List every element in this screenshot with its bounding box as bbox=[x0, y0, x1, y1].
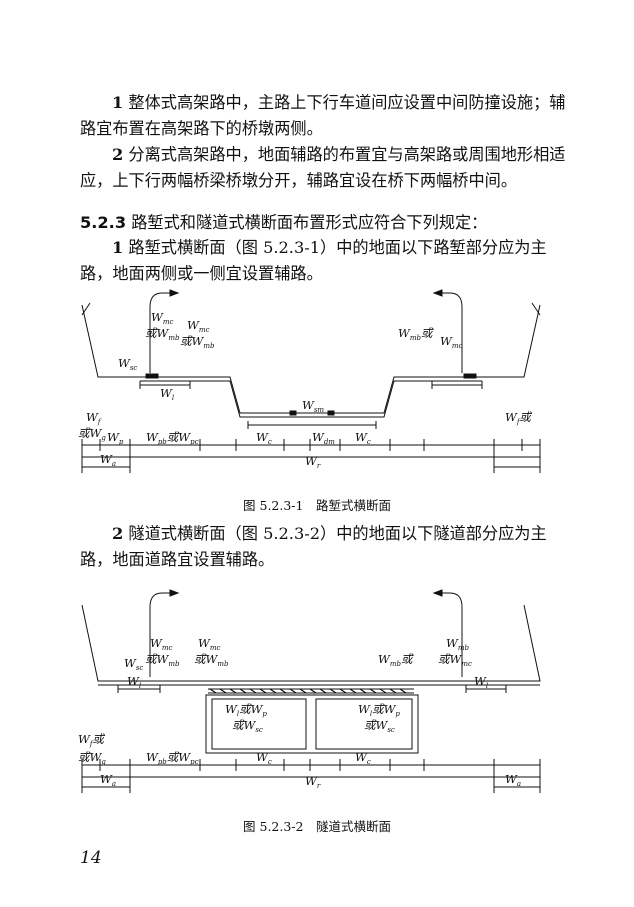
figure-cut-cross-section: Wmc 或Wmb Wmc 或Wmb Wsc Wl Wsm Wf 或Wg Wp W… bbox=[78, 289, 541, 473]
label-wmc-left: Wmc bbox=[151, 310, 173, 326]
paragraph-1: 1 整体式高架路中，主路上下行车道间应设置中间防撞设施；辅路宜布置在高架路下的桥… bbox=[80, 90, 570, 141]
label-wa-left: Wa bbox=[100, 452, 116, 468]
section-heading: 5.2.3 路堑式和隧道式横断面布置形式应符合下列规定： bbox=[80, 210, 570, 236]
label-wg-left: 或Wg bbox=[78, 426, 106, 442]
label-tunnel-left-wl: Wl或Wp bbox=[225, 702, 267, 718]
paragraph-3: 1 路堑式横断面（图 5.2.3-1）中的地面以下路堑部分应为主路，地面两侧或一… bbox=[80, 235, 570, 286]
label-wsc-left: Wsc bbox=[118, 356, 137, 372]
label-wmb-right: Wmb或 bbox=[378, 652, 414, 668]
label-wmc-right: Wmc bbox=[440, 334, 462, 350]
label-tunnel-left-wsc: 或Wsc bbox=[232, 718, 263, 734]
label-wmc-left-2: Wmc bbox=[198, 636, 220, 652]
label-wmc-right: 或Wmc bbox=[438, 652, 472, 668]
label-wsm: Wsm bbox=[302, 398, 324, 414]
label-tunnel-right-wsc: 或Wsc bbox=[364, 718, 395, 734]
label-wmb-left: 或Wmb bbox=[145, 326, 180, 342]
item-text: 隧道式横断面（图 5.2.3-2）中的地面以下隧道部分应为主路，地面道路宜设置辅… bbox=[80, 524, 547, 569]
item-text: 分离式高架路中，地面辅路的布置宜与高架路或周围地形相适应，上下行两幅桥梁桥墩分开… bbox=[80, 145, 566, 190]
label-wc-left: Wc bbox=[256, 750, 272, 766]
label-wmc-left: Wmc bbox=[150, 636, 172, 652]
label-wmb-right-2: Wmb bbox=[446, 636, 469, 652]
item-text: 整体式高架路中，主路上下行车道间应设置中间防撞设施；辅路宜布置在高架路下的桥墩两… bbox=[80, 93, 566, 138]
label-wmb-left: 或Wmb bbox=[145, 652, 180, 668]
label-tunnel-right-wl: Wl或Wp bbox=[358, 702, 400, 718]
label-wl-right: Wl bbox=[474, 674, 488, 690]
label-wc-right: Wc bbox=[355, 750, 371, 766]
label-wf-left: Wf或 bbox=[78, 732, 105, 748]
page-number: 14 bbox=[80, 848, 102, 868]
label-wmb-right: Wmb或 bbox=[398, 326, 434, 342]
label-wf-left: Wf bbox=[86, 410, 102, 426]
label-wa-left: Wa bbox=[100, 772, 116, 788]
label-wr: Wr bbox=[305, 454, 321, 470]
label-wc-right: Wc bbox=[355, 430, 371, 446]
label-wmb-left-2: 或Wmb bbox=[180, 334, 215, 350]
section-number: 5.2.3 bbox=[80, 213, 127, 232]
label-wc-left: Wc bbox=[256, 430, 272, 446]
item-number: 1 bbox=[112, 238, 124, 257]
item-text: 路堑式横断面（图 5.2.3-1）中的地面以下路堑部分应为主路，地面两侧或一侧宜… bbox=[80, 238, 547, 283]
label-wg-left: 或Wg bbox=[78, 750, 106, 766]
label-wl-left: Wl bbox=[160, 386, 174, 402]
figure-caption-1: 图 5.2.3-1 路堑式横断面 bbox=[243, 498, 391, 513]
label-wa-right: Wa bbox=[505, 772, 521, 788]
figure-tunnel-cross-section: Wl或Wp 或Wsc Wl或Wp 或Wsc Wmc 或Wmb Wmc 或Wmb … bbox=[78, 589, 541, 793]
label-wdm: Wdm bbox=[312, 430, 335, 446]
label-wmb-left-2: 或Wmb bbox=[194, 652, 229, 668]
figure-caption-2: 图 5.2.3-2 隧道式横断面 bbox=[243, 819, 391, 834]
label-wp-left: Wp bbox=[107, 430, 124, 446]
label-wl-left: Wl bbox=[127, 674, 141, 690]
label-wpb-left: Wpb或Wpc bbox=[146, 430, 199, 446]
label-wmc-left-2: Wmc bbox=[187, 318, 209, 334]
item-number: 2 bbox=[112, 524, 124, 543]
label-wpb-left: Wpb或Wpc bbox=[146, 750, 199, 766]
label-wf-right: Wf或 bbox=[505, 410, 532, 426]
label-wr: Wr bbox=[305, 774, 321, 790]
label-wsc-left: Wsc bbox=[124, 656, 143, 672]
paragraph-2: 2 分离式高架路中，地面辅路的布置宜与高架路或周围地形相适应，上下行两幅桥梁桥墩… bbox=[80, 142, 570, 193]
paragraph-4: 2 隧道式横断面（图 5.2.3-2）中的地面以下隧道部分应为主路，地面道路宜设… bbox=[80, 521, 570, 572]
section-text: 路堑式和隧道式横断面布置形式应符合下列规定： bbox=[131, 213, 488, 232]
item-number: 1 bbox=[112, 93, 124, 112]
item-number: 2 bbox=[112, 145, 124, 164]
